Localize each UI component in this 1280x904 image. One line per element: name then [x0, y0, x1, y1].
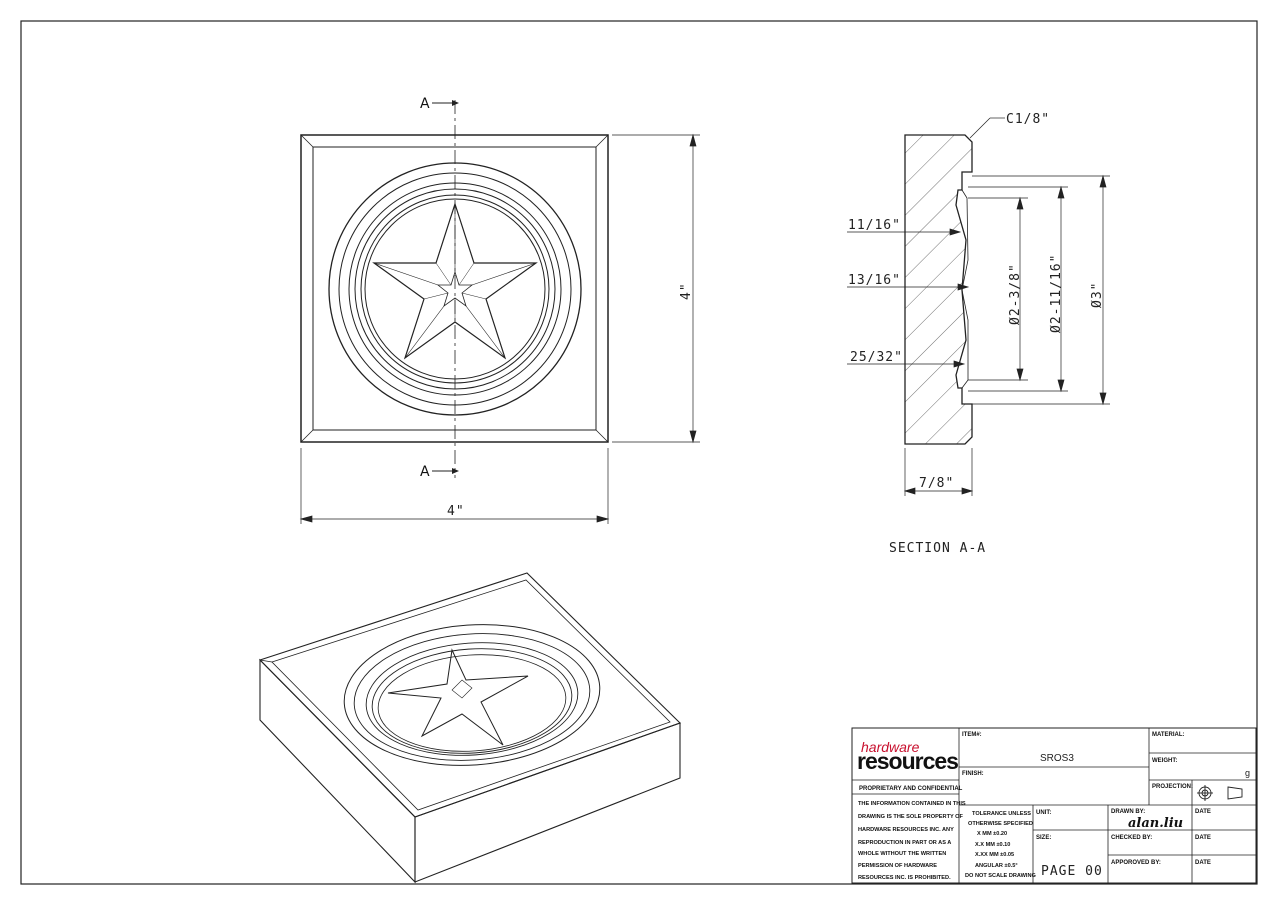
depth-dim-3: 25/32" [850, 350, 903, 365]
title-block [851, 727, 1257, 884]
checked-by-label: CHECKED BY: [1111, 835, 1152, 841]
logo-resources: resources [857, 748, 958, 774]
section-marker-bottom: A [420, 464, 430, 480]
unit-label: UNIT: [1036, 810, 1051, 816]
section-caption: SECTION A-A [889, 541, 986, 556]
proprietary-line-2: DRAWING IS THE SOLE PROPERTY OF [858, 814, 964, 820]
sheet-border [20, 20, 1258, 885]
date-label-2: DATE [1195, 835, 1211, 841]
proprietary-line-5: WHOLE WITHOUT THE WRITTEN [858, 851, 946, 857]
projection-label: PROJECTION: [1152, 784, 1193, 790]
isometric-view [258, 572, 682, 884]
section-marker-top: A [420, 96, 430, 112]
section-arrow-bottom [432, 468, 459, 474]
proprietary-line-1: THE INFORMATION CONTAINED IN THIS [858, 801, 966, 807]
depth-dim-2: 13/16" [848, 273, 901, 288]
proprietary-heading: PROPRIETARY AND CONFIDENTIAL [859, 786, 963, 792]
thickness-dimension [903, 448, 974, 496]
chamfer-leader [969, 117, 1005, 139]
item-label: ITEM#: [962, 732, 982, 738]
size-label: SIZE: [1036, 835, 1051, 841]
drawn-by-signature: alan.liu [1128, 816, 1183, 831]
finish-label: FINISH: [962, 771, 984, 777]
tolerance-line-3: X MM ±0.20 [977, 831, 1007, 837]
front-view [300, 134, 609, 443]
projection-symbol [1197, 785, 1243, 801]
proprietary-line-4: REPRODUCTION IN PART OR AS A [858, 840, 951, 846]
page-label: PAGE 00 [1041, 864, 1103, 879]
diameter-inner-label: Ø2-3/8" [1008, 263, 1023, 325]
item-value: SROS3 [1040, 753, 1074, 764]
tolerance-line-2: OTHERWISE SPECIFIED [968, 821, 1033, 827]
tolerance-line-1: TOLERANCE UNLESS [972, 811, 1031, 817]
tolerance-line-4: X.X MM ±0.10 [975, 842, 1010, 848]
proprietary-line-3: HARDWARE RESOURCES INC. ANY [858, 827, 954, 833]
date-label-1: DATE [1195, 809, 1211, 815]
tolerance-line-5: X.XX MM ±0.05 [975, 852, 1014, 858]
front-width-dimension [299, 448, 610, 524]
logo-hardware: hardware [861, 739, 920, 755]
front-height-dimension [612, 133, 700, 444]
diameter-dimensions [968, 174, 1110, 406]
weight-label: WEIGHT: [1152, 758, 1177, 764]
drawn-by-label: DRAWN BY: [1111, 809, 1145, 815]
front-width-label: 4" [447, 504, 465, 519]
proprietary-line-6: PERMISSION OF HARDWARE [858, 863, 937, 869]
proprietary-line-7: RESOURCES INC. IS PROHIBITED. [858, 875, 951, 881]
depth-dim-1: 11/16" [848, 218, 901, 233]
chamfer-note: C1/8" [1006, 112, 1050, 127]
material-label: MATERIAL: [1152, 732, 1185, 738]
tolerance-line-6: ANGULAR ±0.5° [975, 863, 1018, 869]
diameter-mid-label: Ø2-11/16" [1049, 254, 1064, 333]
thickness-label: 7/8" [919, 476, 954, 491]
tolerance-line-7: DO NOT SCALE DRAWING [965, 873, 1036, 879]
diameter-outer-label: Ø3" [1090, 282, 1105, 308]
weight-value: g [1245, 768, 1250, 778]
date-label-3: DATE [1195, 860, 1211, 866]
depth-dim-leaders [847, 228, 970, 368]
section-view [904, 134, 973, 445]
approved-by-label: APPOROVED BY: [1111, 860, 1161, 866]
section-arrow-top [432, 100, 459, 106]
front-height-label: 4" [679, 282, 694, 300]
